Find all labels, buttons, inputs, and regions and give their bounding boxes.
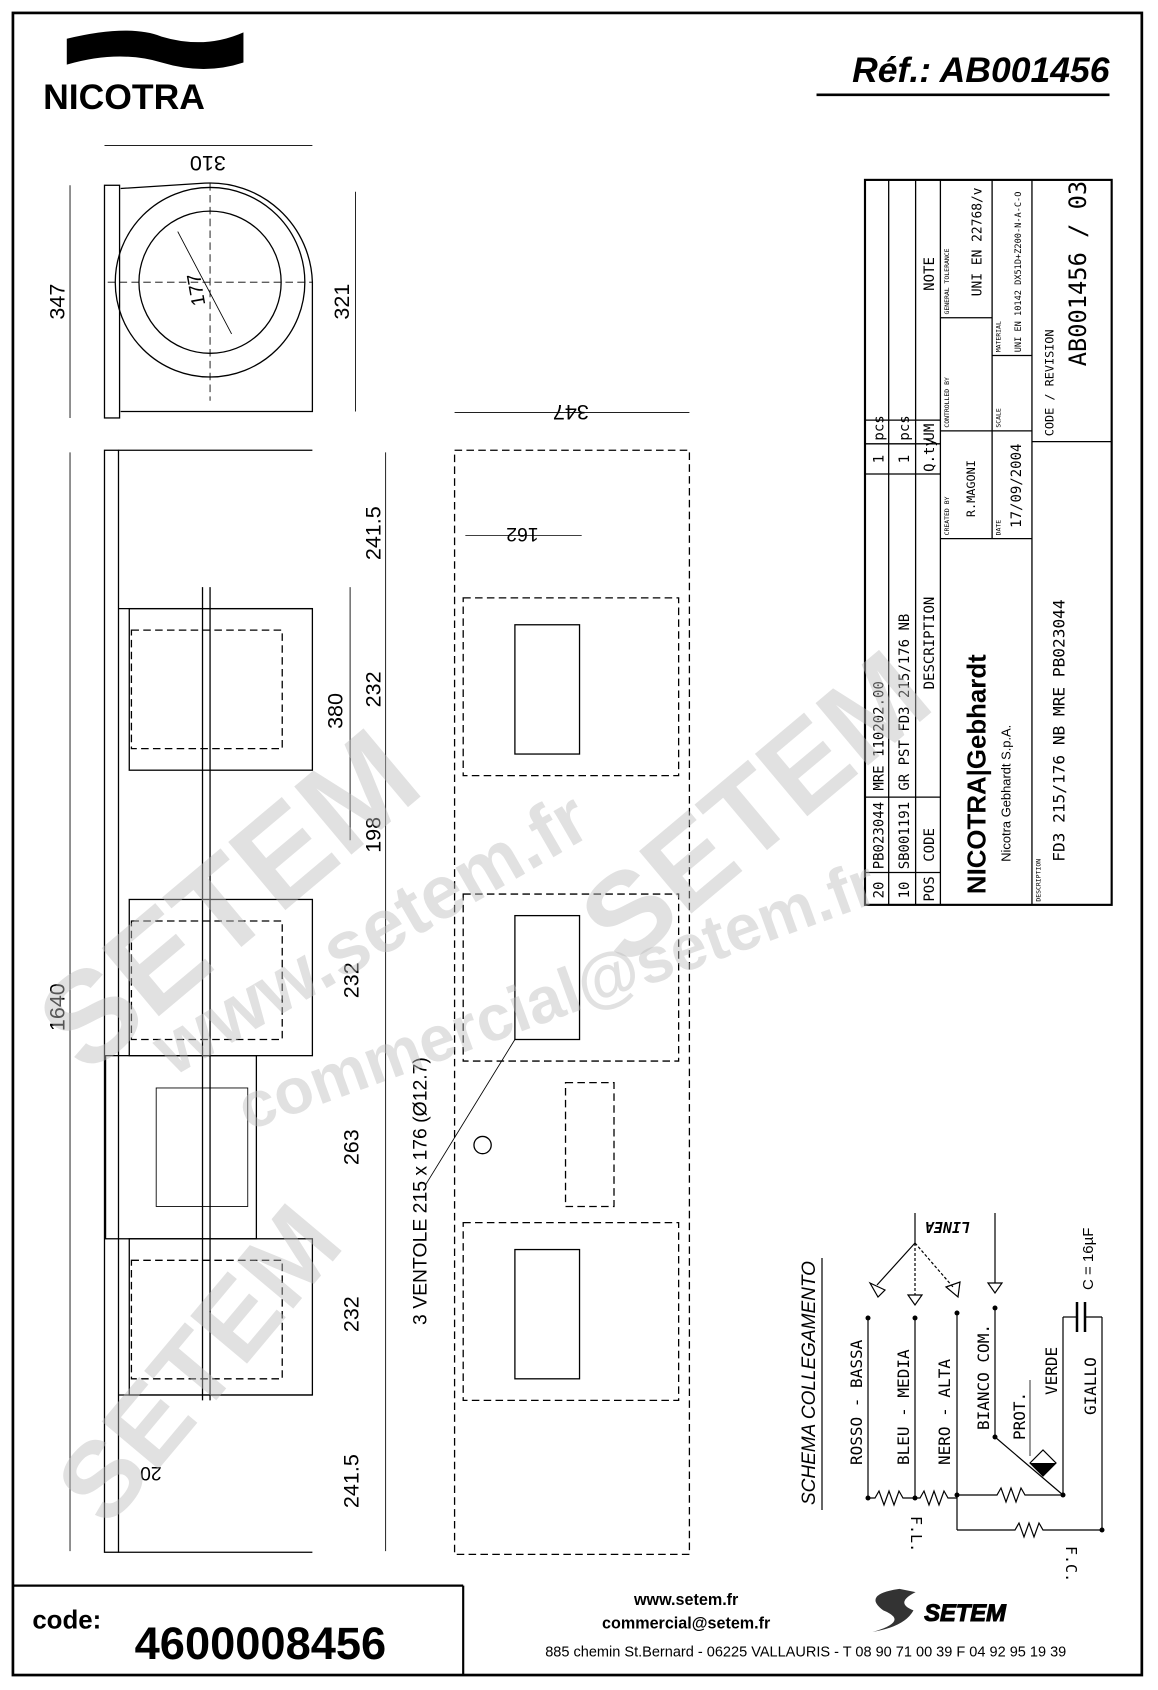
svg-text:17/09/2004: 17/09/2004 [1009,444,1025,528]
svg-text:10: 10 [897,882,913,899]
footer: code: 4600008456 www.setem.fr commercial… [12,1584,1066,1676]
svg-text:DATE: DATE [995,520,1003,536]
svg-text:GENERAL TOLERANCE: GENERAL TOLERANCE [943,248,951,314]
svg-text:BLEU - MEDIA: BLEU - MEDIA [894,1349,913,1465]
svg-text:SETEM: SETEM [33,1182,364,1544]
reference-number: Réf.: AB001456 [852,50,1110,90]
svg-text:20: 20 [140,1462,162,1484]
svg-text:232: 232 [340,1296,364,1332]
svg-text:UM: UM [922,424,938,441]
svg-text:198: 198 [361,817,385,853]
svg-text:Q.ty: Q.ty [922,438,938,472]
svg-text:SB001191: SB001191 [897,802,913,869]
svg-text:C = 16µF: C = 16µF [1080,1228,1097,1290]
website-link[interactable]: www.setem.fr [633,1591,739,1609]
svg-text:20: 20 [871,882,887,899]
nicotra-logo: NICOTRA [43,30,244,117]
svg-text:SCHEMA COLLEGAMENTO: SCHEMA COLLEGAMENTO [799,1261,820,1505]
svg-text:DESCRIPTION: DESCRIPTION [922,597,938,690]
svg-text:NICOTRA|Gebhardt: NICOTRA|Gebhardt [964,654,992,894]
svg-text:AB001456 / 03: AB001456 / 03 [1064,181,1092,366]
svg-text:Nicotra Gebhardt S.p.A.: Nicotra Gebhardt S.p.A. [998,725,1013,862]
svg-text:pcs: pcs [871,415,887,440]
svg-text:177: 177 [183,272,210,308]
svg-text:SETEM: SETEM [924,1601,1007,1627]
svg-text:321: 321 [330,284,354,320]
svg-text:pcs: pcs [897,415,913,440]
top-view: 177 310 347 321 [46,144,356,419]
svg-text:FD3 215/176 NB MRE PB023044: FD3 215/176 NB MRE PB023044 [1049,599,1068,861]
svg-text:CODE: CODE [922,828,938,862]
svg-text:UNI EN 22768/v: UNI EN 22768/v [970,187,985,296]
address: 885 chemin St.Bernard - 06225 VALLAURIS … [545,1645,1066,1661]
svg-text:PB023044: PB023044 [871,802,887,869]
svg-text:NICOTRA: NICOTRA [43,77,205,117]
svg-text:232: 232 [361,671,385,707]
code-label: code: [32,1607,101,1635]
svg-text:PROT.: PROT. [1010,1392,1029,1440]
svg-text:NOTE: NOTE [922,257,938,291]
email-link[interactable]: commercial@setem.fr [602,1615,771,1633]
svg-text:162: 162 [506,523,538,545]
svg-text:CREATED BY: CREATED BY [943,496,951,535]
svg-text:F.C.: F.C. [1062,1546,1080,1582]
svg-text:241.5: 241.5 [361,506,385,560]
sheet-border [11,11,1144,1677]
svg-text:POS: POS [922,876,938,901]
svg-text:VERDE: VERDE [1042,1347,1061,1395]
title-block: 20 PB023044 MRE 110202.00 1 pcs 10 SB001… [863,178,1113,906]
svg-text:MRE 110202.00: MRE 110202.00 [871,681,887,791]
svg-text:310: 310 [190,151,226,175]
svg-text:CONTROLLED BY: CONTROLLED BY [943,377,951,428]
svg-text:MATERIAL: MATERIAL [995,321,1003,352]
svg-text:1640: 1640 [46,983,70,1031]
svg-text:GR PST FD3 215/176 NB: GR PST FD3 215/176 NB [897,614,913,791]
svg-text:232: 232 [340,962,364,998]
svg-text:BIANCO COM.: BIANCO COM. [974,1324,993,1430]
setem-logo: SETEM [872,1588,1008,1632]
svg-text:NERO - ALTA: NERO - ALTA [935,1359,954,1465]
svg-text:263: 263 [340,1129,364,1165]
svg-text:R.MAGONI: R.MAGONI [964,460,978,517]
front-view: 347 162 3 VENTOLE 215 x 176 (Ø12.7) [410,400,691,1556]
svg-text:SCALE: SCALE [995,408,1003,428]
side-view: 1640 241.5 232 198 380 232 263 232 241.5… [46,449,387,1553]
svg-text:347: 347 [46,284,70,320]
svg-text:1: 1 [897,455,913,463]
svg-text:241.5: 241.5 [340,1454,364,1508]
svg-text:LINEA: LINEA [925,1218,970,1236]
wiring-diagram: SCHEMA COLLEGAMENTO LINEA ROSSO - [799,1213,1105,1582]
svg-text:1: 1 [871,455,887,463]
svg-text:ROSSO - BASSA: ROSSO - BASSA [847,1339,866,1465]
svg-text:3 VENTOLE 215 x 176 (Ø12.7): 3 VENTOLE 215 x 176 (Ø12.7) [410,1057,432,1325]
svg-text:GIALLO: GIALLO [1081,1357,1100,1415]
svg-text:380: 380 [324,693,348,729]
svg-text:UNI EN 10142 DX51D+Z200-N-A-C-: UNI EN 10142 DX51D+Z200-N-A-C-O [1014,192,1024,353]
svg-text:DESCRIPTION: DESCRIPTION [1035,859,1043,902]
svg-text:347: 347 [553,400,589,424]
svg-text:CODE / REVISION: CODE / REVISION [1043,329,1057,436]
svg-text:F.L.: F.L. [907,1516,925,1552]
product-code: 4600008456 [135,1618,387,1669]
